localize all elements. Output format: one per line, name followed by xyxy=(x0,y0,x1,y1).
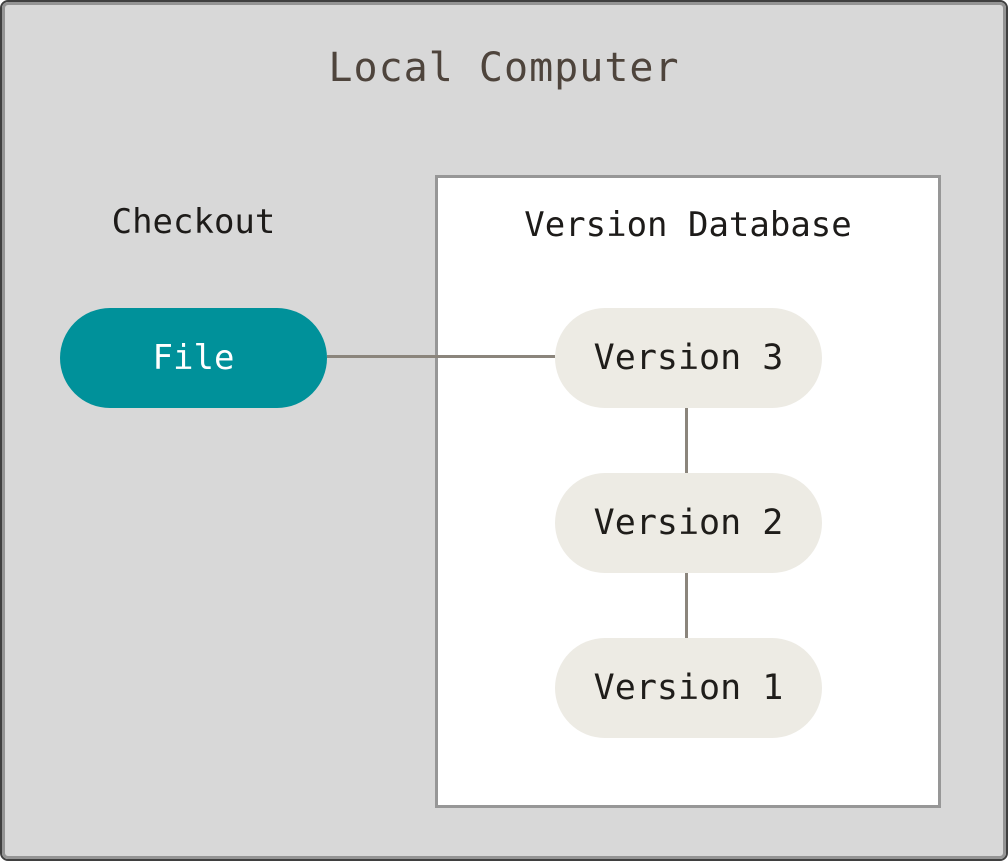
connector-version3-to-version2 xyxy=(685,408,688,473)
diagram-title: Local Computer xyxy=(328,45,680,91)
connector-file-to-version3 xyxy=(327,355,555,358)
version1-node: Version 1 xyxy=(555,638,822,738)
file-node: File xyxy=(60,308,327,408)
connector-version2-to-version1 xyxy=(685,573,688,638)
version3-node: Version 3 xyxy=(555,308,822,408)
version-database-title: Version Database xyxy=(524,205,852,245)
version-database-box: Version Database xyxy=(435,175,941,808)
checkout-label: Checkout xyxy=(111,202,276,242)
version2-node: Version 2 xyxy=(555,473,822,573)
